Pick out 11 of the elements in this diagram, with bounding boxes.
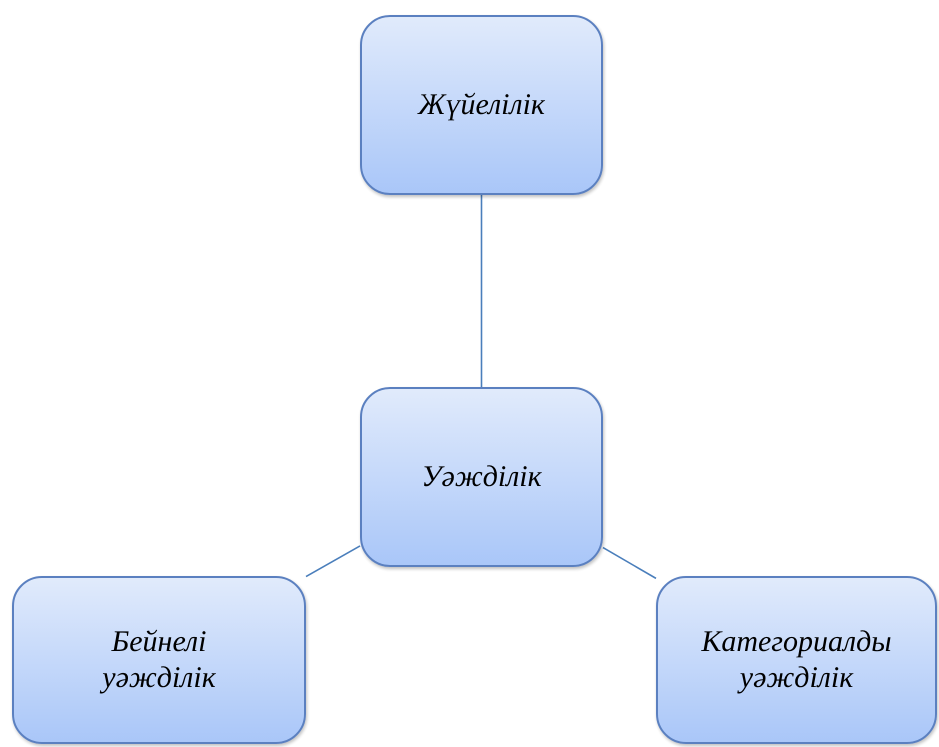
rounded-box <box>656 576 937 744</box>
box-label: Бейнелі уәжділік <box>59 624 259 696</box>
box-label: Категориалды уәжділік <box>700 624 893 696</box>
connector-line <box>602 546 656 580</box>
rounded-box <box>360 15 603 195</box>
connector-line <box>480 195 482 387</box>
rounded-box <box>12 576 306 744</box>
box-label: Жүйелілік <box>418 87 545 123</box>
connector-line <box>306 545 360 578</box>
box-label: Уәжділік <box>421 459 542 495</box>
rounded-box <box>360 387 603 567</box>
